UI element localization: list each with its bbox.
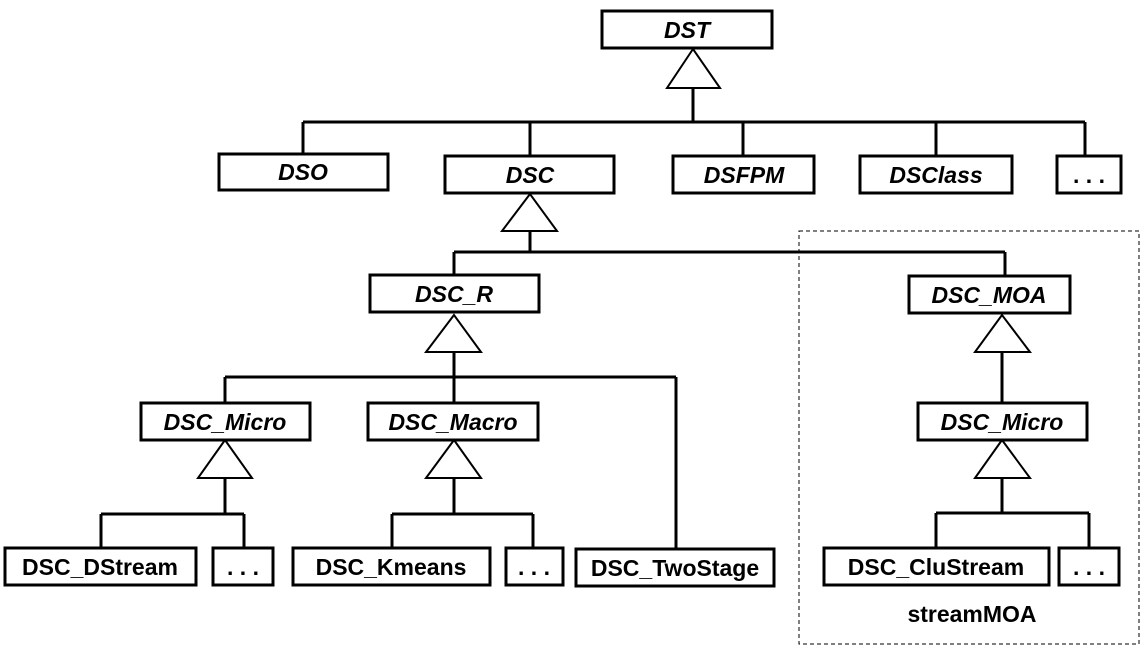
node-dsc-moa: DSC_MOA [907, 274, 1072, 315]
inheritance-arrow-dsc-micro-r [196, 438, 254, 479]
node-dsc-kmeans: DSC_Kmeans [291, 546, 492, 587]
svg-text:. . .: . . . [518, 554, 550, 580]
svg-text:DSO: DSO [278, 159, 328, 185]
svg-text:DSC_Kmeans: DSC_Kmeans [316, 554, 467, 580]
svg-text:DSC_Micro: DSC_Micro [164, 409, 287, 435]
svg-text:DSC_Micro: DSC_Micro [941, 409, 1064, 435]
svg-text:DSC_TwoStage: DSC_TwoStage [591, 555, 759, 581]
inheritance-arrow-dsc-micro-moa [973, 438, 1032, 479]
node-dso: DSO [217, 152, 390, 192]
inheritance-arrow-dsc-macro [424, 438, 483, 479]
node-dsc-micro-r: DSC_Micro [139, 401, 312, 442]
svg-text:DSC_Macro: DSC_Macro [388, 409, 517, 435]
svg-text:DST: DST [664, 17, 712, 43]
node-more-macro: . . . [504, 546, 565, 587]
node-dsc-macro: DSC_Macro [366, 401, 540, 442]
node-more-moa: . . . [1057, 546, 1121, 587]
node-dsc-dstream: DSC_DStream [3, 546, 198, 587]
node-dsc-micro-moa: DSC_Micro [916, 401, 1089, 442]
svg-text:DSFPM: DSFPM [704, 162, 785, 188]
svg-text:DSC_R: DSC_R [415, 281, 493, 307]
node-dsc: DSC [443, 154, 616, 195]
node-dsc-r: DSC_R [368, 273, 541, 314]
streammoa-package-border [798, 230, 1140, 645]
inheritance-arrow-dsc-moa [973, 313, 1033, 353]
inheritance-arrow-dst [665, 47, 722, 89]
node-dsc-twostage: DSC_TwoStage [574, 547, 776, 588]
svg-text:DSClass: DSClass [889, 162, 982, 188]
svg-text:. . .: . . . [1073, 554, 1105, 580]
svg-text:DSC_CluStream: DSC_CluStream [848, 554, 1024, 580]
node-dst: DST [600, 9, 774, 50]
svg-text:. . .: . . . [1073, 162, 1105, 188]
node-more-micro: . . . [211, 546, 275, 587]
node-dsclass: DSClass [858, 154, 1014, 195]
svg-text:DSC_DStream: DSC_DStream [22, 554, 178, 580]
inheritance-arrows [196, 47, 1033, 479]
inheritance-arrow-dsc-r [423, 313, 483, 353]
svg-text:. . .: . . . [227, 554, 259, 580]
streammoa-package-label: streamMOA [907, 601, 1036, 627]
svg-text:DSC_MOA: DSC_MOA [931, 282, 1046, 308]
inheritance-arrow-dsc [499, 192, 559, 232]
node-more-top: . . . [1055, 154, 1123, 195]
node-dsfpm: DSFPM [671, 154, 816, 195]
connectors [99, 88, 1091, 549]
svg-text:DSC: DSC [506, 162, 555, 188]
node-dsc-clustream: DSC_CluStream [822, 546, 1051, 587]
